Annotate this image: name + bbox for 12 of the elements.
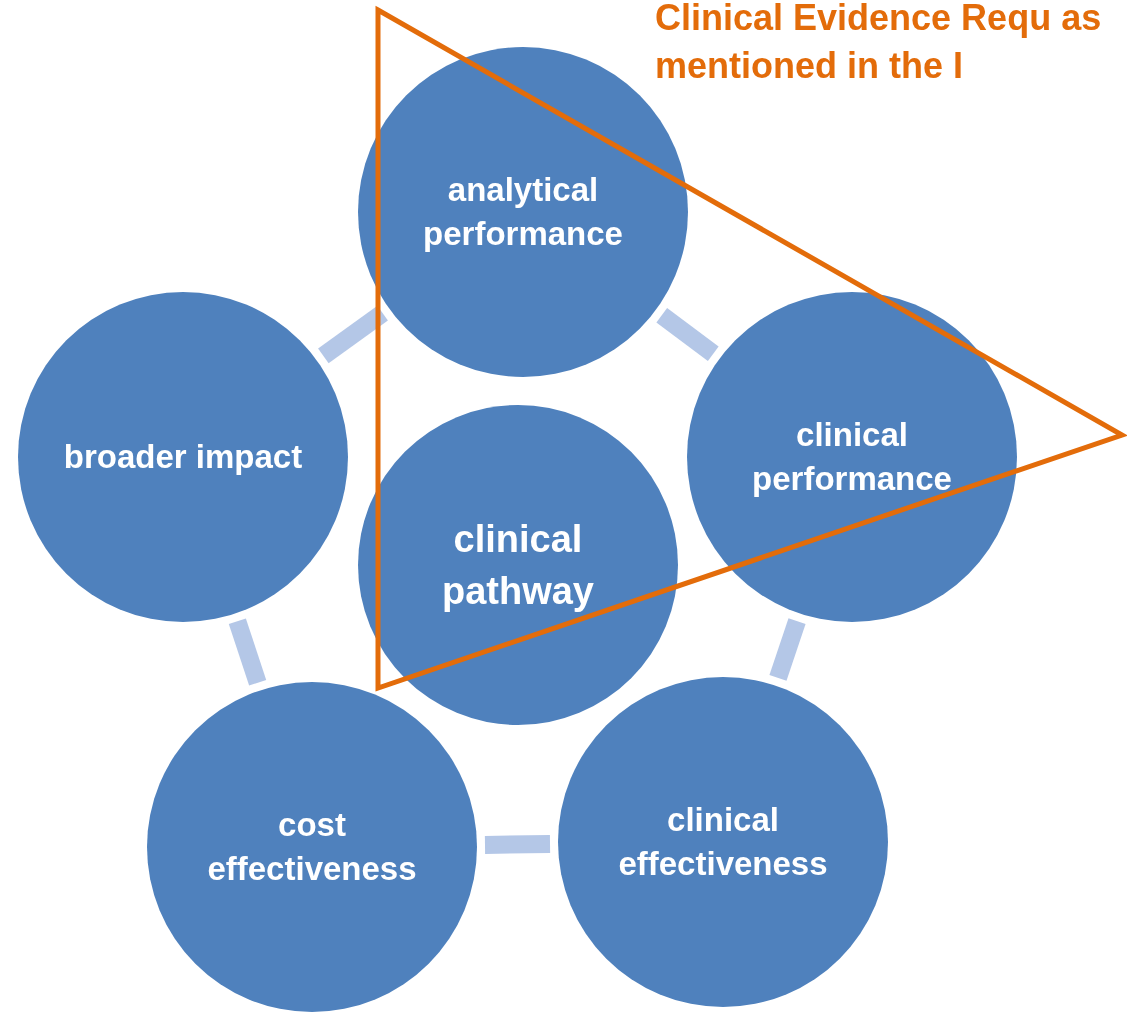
heading-text: Clinical Evidence Requ as mentioned in the I: [655, 0, 1103, 88]
connector-band: [484, 835, 551, 854]
circle-label: broader impact: [63, 437, 303, 477]
connector-band: [656, 308, 719, 361]
circle-label: clinical performance: [751, 415, 953, 499]
circle-label: analytical performance: [422, 170, 624, 254]
circle-label: clinical pathway: [440, 517, 595, 614]
connector-band: [228, 618, 267, 686]
circle-label: cost effectiveness: [206, 805, 418, 889]
connector-band: [769, 618, 806, 681]
connector-band: [318, 305, 388, 364]
circle-label: clinical effectiveness: [617, 800, 829, 884]
